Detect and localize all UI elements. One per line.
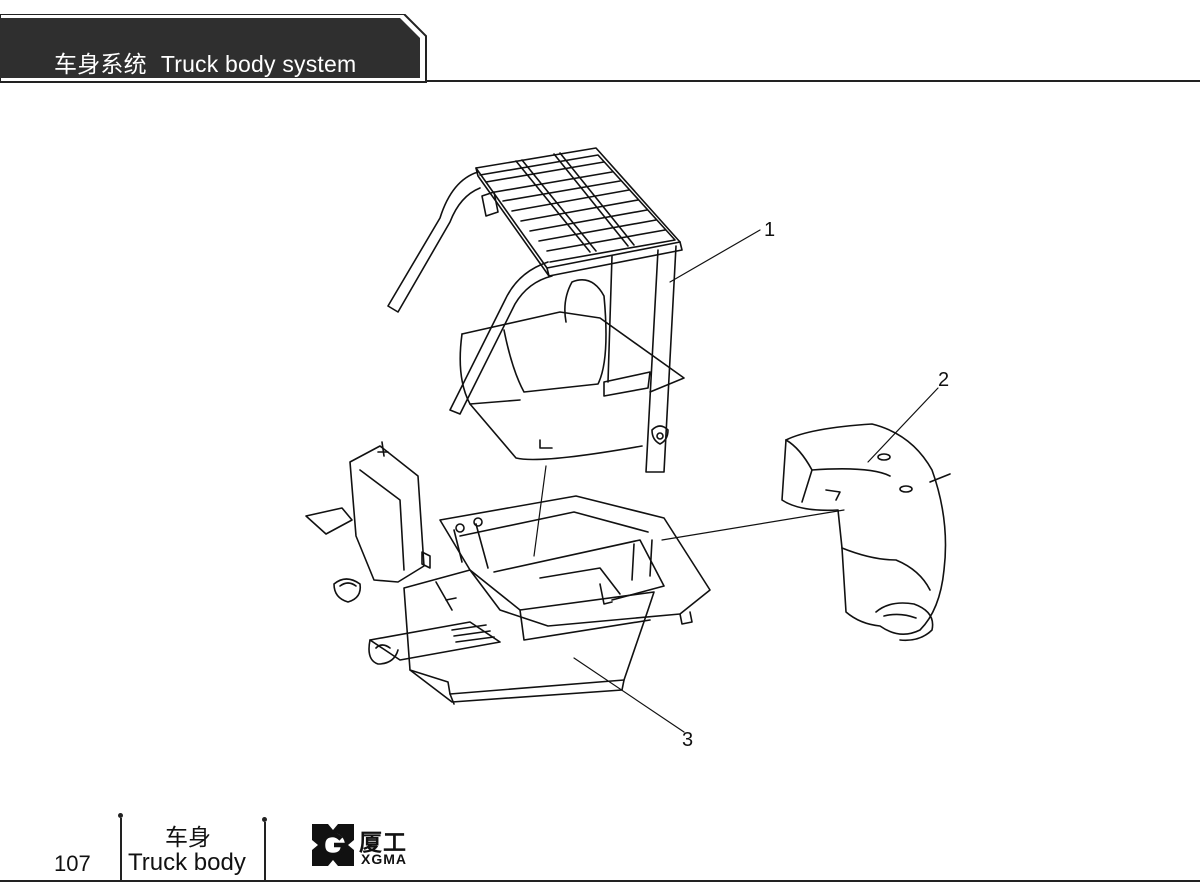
overhead-guard-rear-post [645, 245, 677, 473]
footer-rule [0, 880, 1200, 882]
callout-2-label: 2 [938, 369, 949, 391]
callout-3: 3 [573, 657, 693, 751]
page-number: 107 [54, 851, 91, 876]
overhead-guard-roof [475, 147, 683, 277]
truck-frame [305, 441, 845, 705]
overhead-guard-bracket [481, 191, 499, 217]
page-title-en: Truck body system [160, 51, 357, 77]
operator-seat [459, 279, 685, 461]
footer-divider-right-dot [262, 817, 267, 822]
xgma-logo: 厦工 XGMA [312, 824, 422, 870]
section-title-zh: 车身 [165, 824, 211, 850]
footer-divider-right [264, 822, 266, 880]
logo-text-zh: 厦工 [359, 829, 407, 855]
header-rule [0, 80, 1200, 82]
callout-1: 1 [669, 219, 775, 283]
rear-counterweight [781, 423, 951, 642]
footer-divider-left [120, 818, 122, 880]
logo-text-en: XGMA [361, 851, 407, 867]
callout-3-label: 3 [682, 729, 693, 751]
section-title-en: Truck body [128, 849, 246, 876]
overhead-guard-front-post-left [387, 171, 481, 313]
page-title-zh: 车身系统 [54, 51, 147, 77]
footer-divider-left-dot [118, 813, 123, 818]
page-title: 车身系统 Truck body system [54, 45, 356, 79]
overhead-guard-front-post-right [449, 261, 553, 415]
header-banner-shape [0, 14, 427, 83]
overhead-guard [387, 147, 685, 557]
callout-1-label: 1 [764, 219, 775, 241]
header-banner: 车身系统 Truck body system [0, 14, 428, 84]
callout-2: 2 [867, 369, 949, 463]
xgma-logo-icon [312, 824, 354, 866]
